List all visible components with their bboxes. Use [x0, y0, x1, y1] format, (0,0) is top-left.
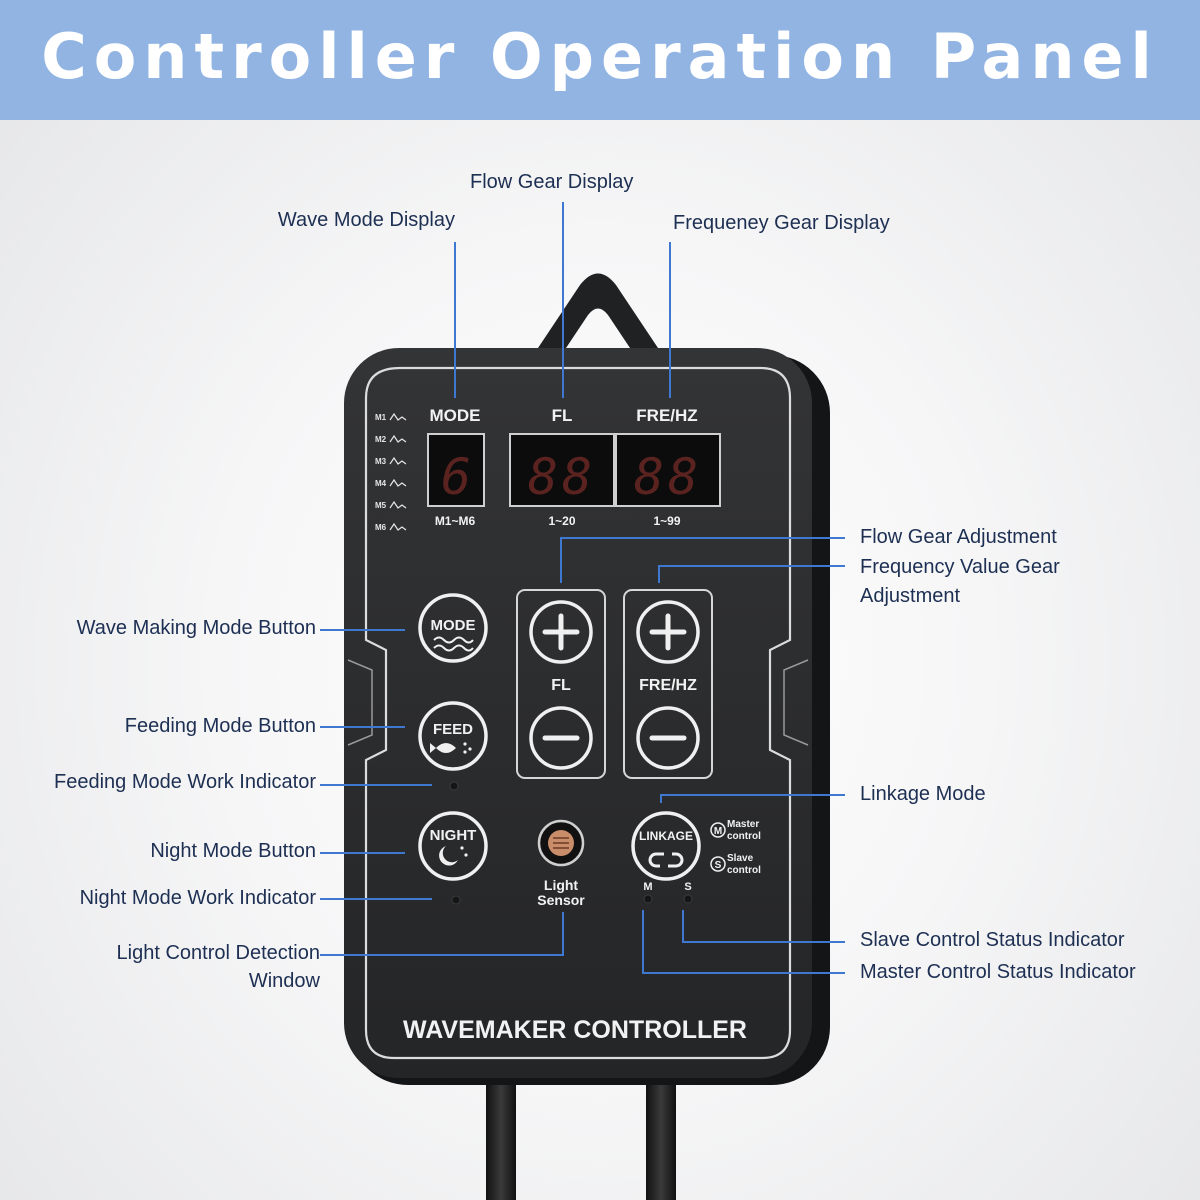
- mode-display-digit: 6: [441, 448, 471, 506]
- wave-mode-list-label: M3: [375, 457, 387, 466]
- wave-icon: [433, 636, 474, 652]
- callout-flow-gear-adjustment: Flow Gear Adjustment: [860, 526, 1057, 548]
- wave-pattern-icon: [389, 500, 407, 509]
- master-legend-2: control: [727, 831, 761, 842]
- fre-display-digits: 88: [634, 448, 702, 506]
- linkage-button[interactable]: LINKAGE: [631, 811, 701, 881]
- side-notch-left: [347, 659, 373, 746]
- callout-slave-control-status-indicator: Slave Control Status Indicator: [860, 929, 1125, 951]
- link-icon: [648, 852, 684, 868]
- power-cable-left: [486, 1075, 516, 1200]
- leader-frequency-adjustment: [658, 565, 845, 583]
- callout-light-control-window-1: Light Control Detection: [116, 942, 320, 964]
- wave-pattern-icon: [389, 434, 407, 443]
- wave-mode-list-label: M6: [375, 523, 387, 532]
- indicator-s-label: S: [684, 881, 691, 893]
- fre-plus-button[interactable]: [636, 600, 700, 664]
- callout-light-control-window-2: Window: [248, 970, 320, 992]
- feeding-mode-indicator-led: [449, 781, 459, 791]
- leader-master-indicator: [642, 910, 845, 974]
- leader-flow-gear-adjustment: [560, 537, 845, 583]
- wave-mode-list-label: M2: [375, 435, 387, 444]
- callout-linkage-mode: Linkage Mode: [860, 783, 986, 805]
- callout-night-mode-button: Night Mode Button: [150, 840, 316, 862]
- indicator-m-label: M: [643, 881, 652, 893]
- callout-wave-mode-display: Wave Mode Display: [277, 209, 455, 231]
- mode-display-label: MODE: [430, 406, 481, 425]
- food-dot-icon: [468, 747, 472, 751]
- fre-group-label: FRE/HZ: [639, 677, 697, 694]
- fre-display-label: FRE/HZ: [636, 406, 697, 425]
- master-badge-letter: M: [714, 826, 722, 837]
- slave-status-led: [683, 894, 693, 904]
- brand-label: WAVEMAKER CONTROLLER: [403, 1016, 747, 1044]
- slave-badge-icon: [710, 856, 726, 872]
- fre-minus-button[interactable]: [636, 706, 700, 770]
- moon-icon: [439, 846, 458, 866]
- leader-light-sensor: [320, 912, 564, 956]
- mode-button[interactable]: MODE: [418, 593, 488, 663]
- wave-pattern-icon: [389, 412, 407, 421]
- slave-legend-2: control: [727, 865, 761, 876]
- callout-flow-gear-display: Flow Gear Display: [470, 171, 634, 193]
- master-legend-1: Master: [727, 819, 759, 830]
- food-dot-icon: [463, 750, 467, 754]
- fl-display-window: [509, 433, 615, 507]
- light-sensor-label-2: Sensor: [537, 892, 585, 908]
- callout-night-mode-work-indicator: Night Mode Work Indicator: [79, 887, 316, 909]
- wave-mode-list-label: M5: [375, 501, 387, 510]
- night-button-label: NIGHT: [430, 827, 477, 844]
- callout-wave-making-mode-button: Wave Making Mode Button: [76, 617, 316, 639]
- callout-frequency-gear-display: Frequeney Gear Display: [673, 212, 890, 234]
- fl-group-label: FL: [551, 677, 571, 694]
- food-dot-icon: [463, 742, 467, 746]
- leader-linkage-mode: [660, 794, 845, 803]
- light-sensor-window: [537, 819, 585, 867]
- callout-master-control-status-indicator: Master Control Status Indicator: [860, 961, 1136, 983]
- callout-frequency-adjustment-2: Adjustment: [860, 585, 961, 607]
- callout-feeding-mode-work-indicator: Feeding Mode Work Indicator: [54, 771, 316, 793]
- light-sensor-label-1: Light: [544, 877, 579, 893]
- power-cable-right: [646, 1075, 676, 1200]
- fl-plus-button[interactable]: [529, 600, 593, 664]
- wave-mode-list-label: M4: [375, 479, 387, 488]
- fl-button-group: [516, 589, 606, 779]
- fre-display-window: [615, 433, 721, 507]
- side-notch-right: [783, 659, 809, 746]
- callout-feeding-mode-button: Feeding Mode Button: [124, 715, 316, 737]
- star-icon: [464, 853, 468, 857]
- night-button[interactable]: NIGHT: [418, 811, 488, 881]
- title-banner: Controller Operation Panel: [0, 0, 1200, 120]
- fre-button-group: [623, 589, 713, 779]
- night-mode-indicator-led: [451, 895, 461, 905]
- fish-icon: [430, 743, 456, 753]
- wave-pattern-icon: [389, 522, 407, 531]
- fre-range-label: 1~99: [653, 514, 680, 528]
- star-icon: [460, 846, 464, 850]
- page-title: Controller Operation Panel: [41, 20, 1159, 93]
- mode-button-label: MODE: [431, 617, 476, 634]
- leader-lines: [320, 202, 845, 974]
- slave-badge-letter: S: [715, 860, 722, 871]
- mode-range-label: M1~M6: [435, 514, 476, 528]
- panel-outline: [364, 366, 792, 1060]
- linkage-button-label: LINKAGE: [639, 829, 693, 843]
- wave-pattern-icon: [389, 456, 407, 465]
- wave-pattern-icon: [389, 478, 407, 487]
- callout-frequency-adjustment-1: Frequency Value Gear: [860, 556, 1060, 578]
- fl-display-digits: 88: [528, 448, 596, 506]
- leader-slave-indicator: [682, 910, 845, 943]
- mode-display-window: [427, 433, 485, 507]
- fl-range-label: 1~20: [548, 514, 575, 528]
- fl-display-label: FL: [552, 406, 573, 425]
- wave-mode-list-label: M1: [375, 413, 387, 422]
- master-status-led: [643, 894, 653, 904]
- master-badge-icon: [710, 822, 726, 838]
- slave-legend-1: Slave: [727, 853, 754, 864]
- feed-button-label: FEED: [433, 721, 473, 738]
- fl-minus-button[interactable]: [529, 706, 593, 770]
- feed-button[interactable]: FEED: [418, 701, 488, 771]
